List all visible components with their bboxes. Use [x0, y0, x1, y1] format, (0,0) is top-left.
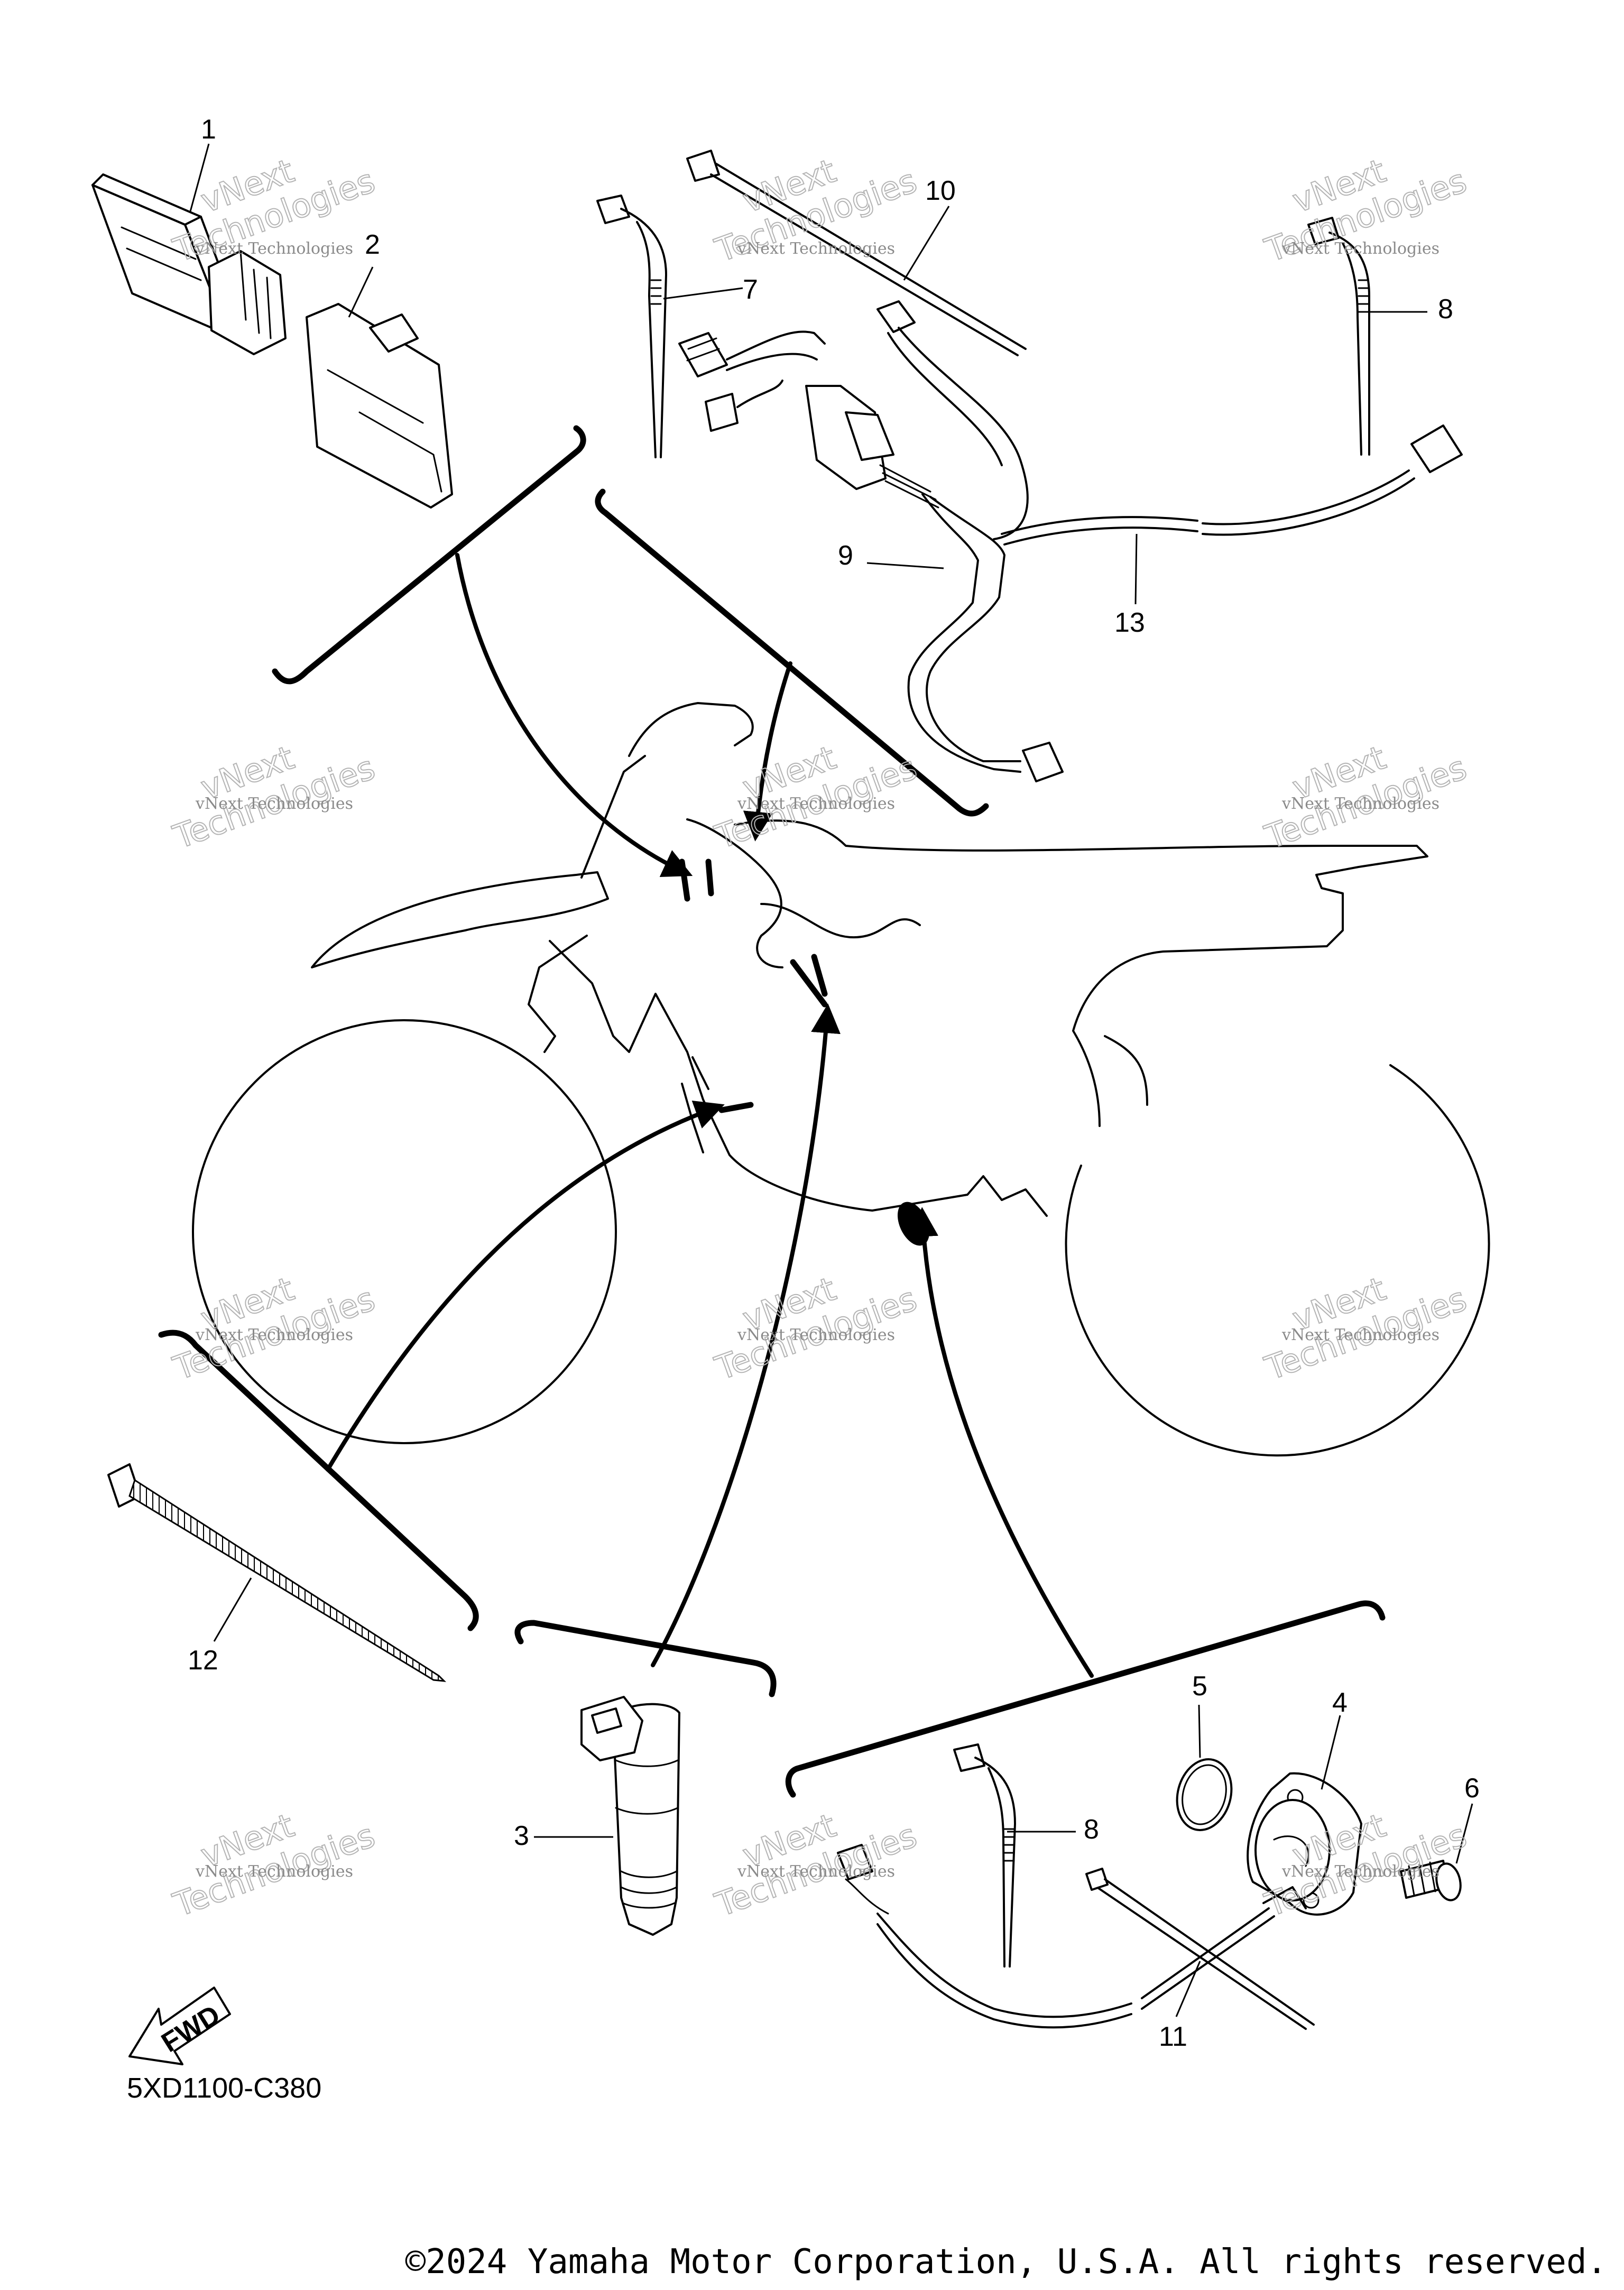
callout-13: 13: [1114, 607, 1145, 638]
ignition-coil-location: [790, 959, 828, 1008]
callout-8a: 8: [1438, 294, 1453, 325]
part-8-cable-tie-b[interactable]: [953, 1743, 1016, 1968]
callouts: 1 2 3 4 5 6 7 8 8 9 10 11 12 13: [188, 114, 1480, 2052]
handlebar-line: [580, 755, 646, 879]
front-fork-lower: [528, 935, 588, 1053]
location-arrows: [326, 553, 1094, 1678]
watermark-small: vNext Technologies: [195, 1862, 353, 1881]
part-9-13-wire-harness[interactable]: [678, 300, 1463, 782]
part-3-ignition-coil[interactable]: [580, 1696, 680, 1936]
callout-9: 9: [838, 540, 853, 571]
rear-wheel: [1065, 1064, 1490, 1457]
motorcycle-outline: [192, 702, 1490, 1457]
callout-12: 12: [188, 1645, 218, 1676]
watermark-small: vNext Technologies: [1281, 1862, 1440, 1881]
watermark-small: vNext Technologies: [737, 795, 895, 813]
fuel-tank-and-seat: [734, 819, 1428, 1127]
callout-4: 4: [1332, 1687, 1348, 1718]
front-fender: [311, 871, 609, 968]
fwd-arrow-icon: FWD: [128, 1987, 231, 2065]
callout-10: 10: [925, 176, 956, 206]
callout-6: 6: [1464, 1773, 1480, 1804]
engine-wiring: [686, 818, 921, 968]
watermark-small: vNext Technologies: [1281, 1326, 1440, 1344]
part-6-bolt[interactable]: [1400, 1860, 1464, 1903]
watermark-small: vNext Technologies: [195, 795, 353, 813]
callout-8b: 8: [1084, 1814, 1099, 1845]
callout-2: 2: [365, 229, 380, 260]
copyright-notice: ©2024 Yamaha Motor Corporation, U.S.A. A…: [405, 2242, 1607, 2282]
part-12-cable-tie[interactable]: [107, 1463, 447, 1682]
callout-3: 3: [514, 1821, 529, 1851]
part-4-sensor[interactable]: [1247, 1772, 1362, 1916]
headlight-bracket: [628, 702, 754, 757]
fork-and-frame: [549, 940, 1048, 1217]
part-2-holder[interactable]: [208, 250, 453, 509]
watermark-small: vNext Technologies: [1281, 795, 1440, 813]
part-8-cable-tie-a[interactable]: [1307, 217, 1370, 456]
part-10-cable-tie[interactable]: [686, 150, 1027, 356]
callout-7: 7: [743, 274, 758, 305]
callout-11: 11: [1159, 2021, 1187, 2052]
sensor-spot: [897, 1202, 930, 1246]
watermark-small: vNext Technologies: [737, 1862, 895, 1881]
down-tube: [681, 1056, 709, 1153]
callout-5: 5: [1192, 1671, 1207, 1702]
rear-frame-side: [1104, 1035, 1148, 1106]
group-brackets: [158, 425, 1386, 1798]
part-5-o-ring[interactable]: [1169, 1753, 1239, 1836]
watermark-small: vNext Technologies: [737, 1326, 895, 1344]
watermark-small: vNext Technologies: [1281, 239, 1440, 258]
part-7-cable-tie[interactable]: [596, 195, 667, 458]
watermark-small: vNext Technologies: [195, 1326, 353, 1344]
tie-mark: [718, 1102, 754, 1113]
callout-1: 1: [201, 114, 216, 145]
front-wheel: [192, 1019, 617, 1444]
watermark-small: vNext Technologies: [195, 239, 353, 258]
part-11-harness[interactable]: [837, 1844, 1315, 2030]
diagram-code: 5XD1100-C380: [127, 2072, 321, 2104]
watermark-small: vNext Technologies: [737, 239, 895, 258]
